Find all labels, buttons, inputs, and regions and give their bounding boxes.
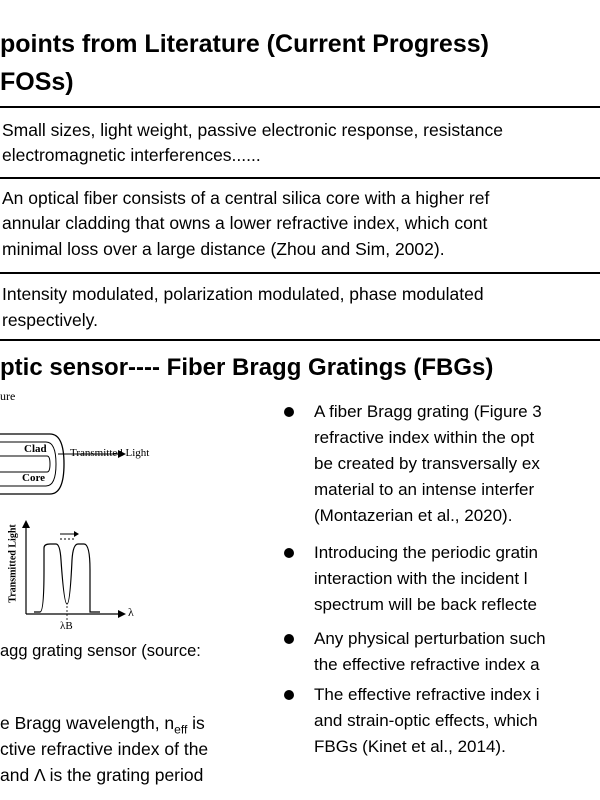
- slide-title-line2: FOSs): [0, 68, 74, 96]
- transmitted-arrow-head: [118, 450, 126, 458]
- bullet-1-line5: (Montazerian et al., 2020).: [314, 506, 513, 525]
- bullet-1-line1: A fiber Bragg grating (Figure 3: [314, 402, 542, 421]
- equation-line1: e Bragg wavelength, neff is: [0, 713, 205, 737]
- x-axis-symbol: λ: [128, 605, 134, 619]
- x-axis-arrow: [118, 610, 126, 618]
- fbg-diagram: [0, 433, 126, 620]
- bullet-2-line3: spectrum will be back reflecte: [314, 595, 537, 614]
- fiber-inner-cladding: [0, 441, 57, 487]
- row-divider: [0, 339, 600, 341]
- clad-label: Clad: [24, 443, 47, 455]
- bullet-2-line1: Introducing the periodic gratin: [314, 543, 538, 562]
- bullet-3-line1: Any physical perturbation such: [314, 629, 546, 648]
- core-label: Core: [22, 472, 46, 484]
- fiber-outer-cladding: [0, 433, 65, 495]
- bullet-4-line3: FBGs (Kinet et al., 2014).: [314, 737, 506, 756]
- row-divider: [0, 272, 600, 274]
- y-axis-arrow: [22, 520, 30, 528]
- figure-caption: agg grating sensor (source:: [0, 642, 201, 660]
- transmission-spectrum: [34, 543, 100, 613]
- row-divider: [0, 177, 600, 179]
- bullet-1-line4: material to an intense interfer: [314, 480, 535, 499]
- y-axis-label: Transmitted Light: [7, 524, 19, 603]
- bullet-dot: [284, 407, 294, 417]
- bullet-dot: [284, 548, 294, 558]
- bullet-3-line2: the effective refractive index a: [314, 655, 540, 674]
- bullet-1-line3: be created by transversally ex: [314, 454, 540, 473]
- row-2-line3: minimal loss over a large distance (Zhou…: [2, 239, 445, 259]
- transmitted-light-label: Transmitted Light: [70, 447, 150, 459]
- bullet-dot: [284, 690, 294, 700]
- section-heading: ptic sensor---- Fiber Bragg Gratings (FB…: [0, 354, 494, 381]
- fiber-core: [0, 455, 51, 473]
- equation-line2: ctive refractive index of the: [0, 739, 209, 759]
- row-2-line1: An optical fiber consists of a central s…: [2, 188, 490, 208]
- bullet-2-line2: interaction with the incident l: [314, 569, 528, 588]
- bullet-4-line1: The effective refractive index i: [314, 685, 540, 704]
- bullet-dot: [284, 634, 294, 644]
- row-1-line2: electromagnetic interferences......: [2, 145, 261, 165]
- bullet-4-line2: and strain-optic effects, which: [314, 711, 538, 730]
- row-divider: [0, 106, 600, 108]
- slide-title-line1: points from Literature (Current Progress…: [0, 30, 489, 58]
- row-3-line2: respectively.: [2, 310, 98, 330]
- figure-label-top: ure: [0, 389, 16, 403]
- equation-line3: and Λ is the grating period: [0, 765, 204, 785]
- row-1-line1: Small sizes, light weight, passive elect…: [2, 120, 503, 140]
- row-2-line2: annular cladding that owns a lower refra…: [2, 213, 488, 233]
- bullet-1-line2: refractive index within the opt: [314, 428, 535, 447]
- bragg-symbol: λB: [60, 620, 73, 632]
- row-3-line1: Intensity modulated, polarization modula…: [2, 284, 484, 304]
